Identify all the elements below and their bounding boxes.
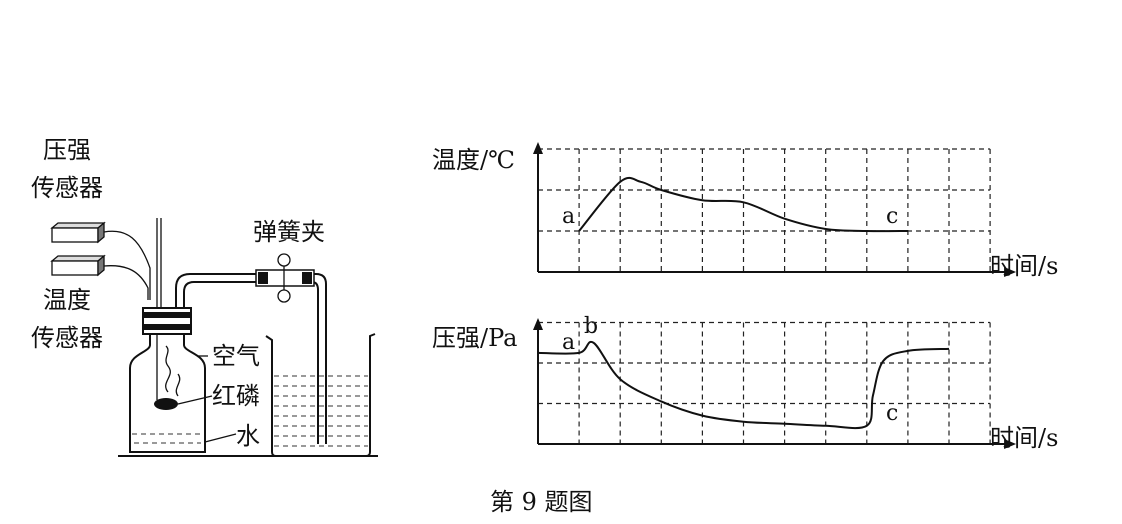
series-line [578, 176, 908, 233]
y-axis-arrow [533, 318, 543, 330]
temperature-sensor [50, 254, 149, 300]
figure-caption: 第 9 题图 [490, 488, 593, 516]
pressure-sensor [50, 221, 151, 300]
temperature-chart-ylabel: 温度/℃ [432, 146, 515, 174]
y-axis-arrow [533, 142, 543, 154]
pressure-marker-c: c [886, 401, 898, 426]
temperature-sensor-label-line1: 温度 [43, 286, 91, 314]
beaker [265, 333, 376, 457]
pressure-chart: 压强/Pa 时间/s a b c [432, 314, 1058, 452]
series-line [537, 340, 950, 430]
pressure-marker-b: b [584, 314, 598, 339]
temperature-marker-a: a [562, 204, 575, 229]
temperature-marker-c: c [886, 204, 898, 229]
x-axis-arrow [1004, 439, 1017, 449]
phosphorus-label: 红磷 [212, 382, 260, 410]
pressure-chart-xlabel: 时间/s [990, 424, 1058, 452]
gas-bottle [129, 307, 206, 453]
temperature-chart: 温度/℃ 时间/s a c [432, 142, 1058, 280]
apparatus: 压强 传感器 温度 传感器 [31, 136, 378, 457]
temperature-chart-xlabel: 时间/s [990, 252, 1058, 280]
delivery-tube [175, 273, 327, 444]
x-axis-arrow [1004, 267, 1017, 277]
water-label: 水 [236, 422, 260, 450]
air-label: 空气 [212, 342, 260, 370]
pressure-sensor-label-line2: 传感器 [31, 174, 103, 202]
clamp-label: 弹簧夹 [253, 218, 325, 246]
spring-clamp [255, 253, 315, 303]
temperature-sensor-label-line2: 传感器 [31, 324, 103, 352]
pressure-marker-a: a [562, 330, 575, 355]
pressure-chart-ylabel: 压强/Pa [432, 324, 517, 352]
pressure-sensor-label-line1: 压强 [43, 136, 91, 164]
